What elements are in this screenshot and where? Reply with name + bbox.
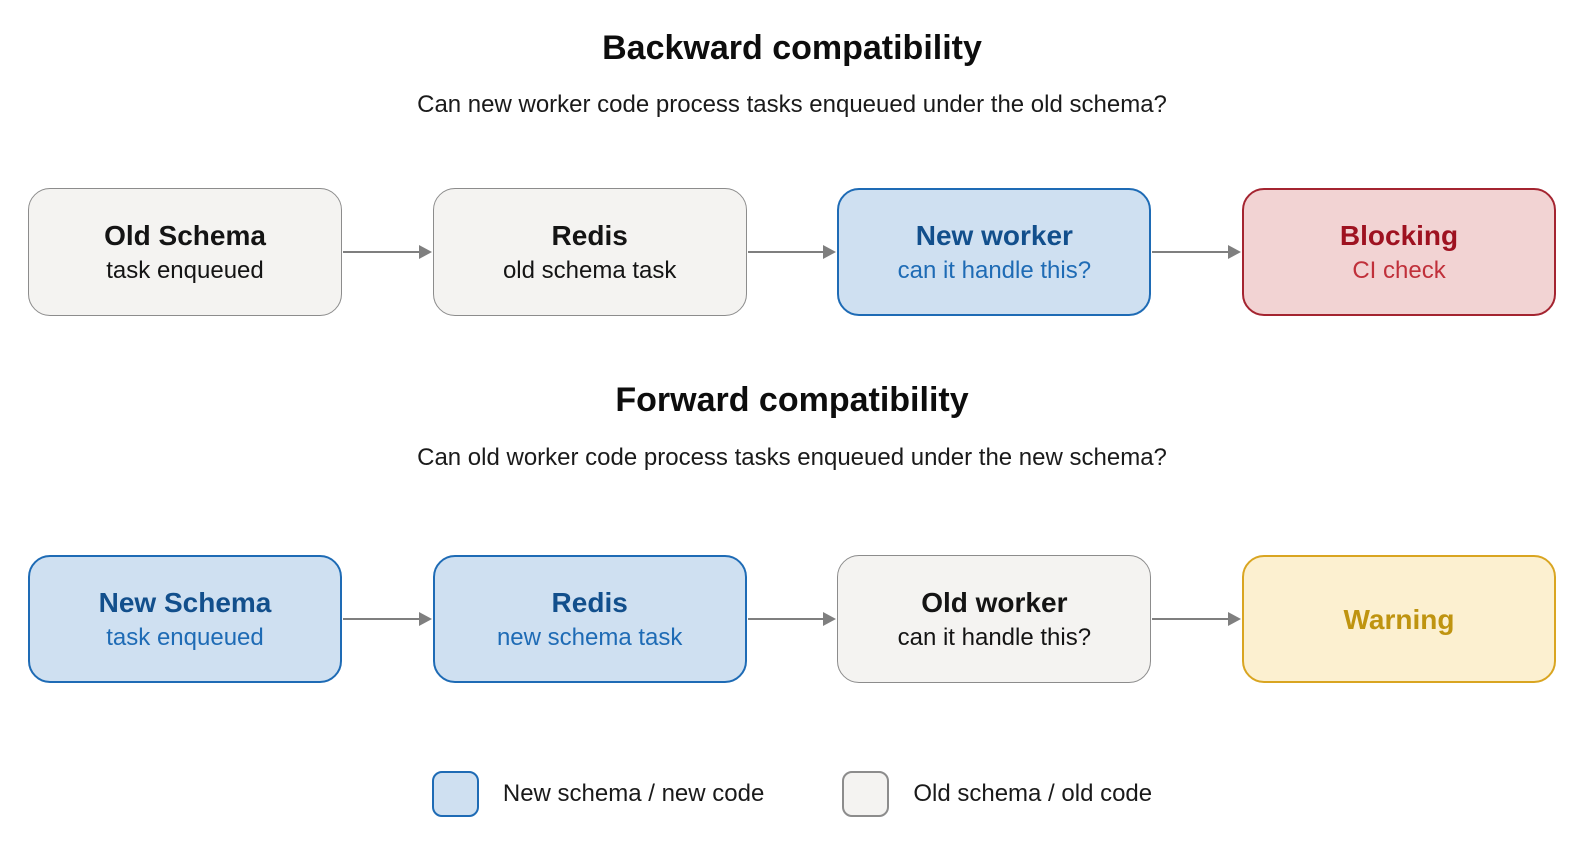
flow-node-old-worker: Old worker can it handle this? [837, 555, 1152, 684]
node-subtitle: task enqueued [106, 624, 264, 652]
arrow-line [747, 618, 824, 621]
flow-node-new-worker: New worker can it handle this? [837, 187, 1152, 316]
flow-arrow-icon [747, 612, 837, 627]
node-title: New Schema [98, 587, 272, 619]
section-title: Backward compatibility [602, 29, 982, 67]
legend-item-old: Old schema / old code [842, 771, 1153, 818]
flow-node-new-schema: New Schema task enqueued [28, 555, 342, 684]
section-subtitle: Can new worker code process tasks enqueu… [417, 90, 1167, 118]
arrow-head [823, 612, 837, 627]
flow-arrow-icon [1152, 612, 1242, 627]
arrow-line [343, 618, 419, 621]
node-title: Redis [551, 219, 628, 251]
section-subtitle: Can old worker code process tasks enqueu… [417, 444, 1167, 472]
legend-swatch-new-icon [431, 771, 479, 818]
flow-node-warning: Warning [1242, 555, 1557, 684]
arrow-head [418, 244, 432, 259]
flow-arrow-icon [747, 244, 837, 259]
node-subtitle: new schema task [496, 624, 683, 652]
node-title: Warning [1343, 603, 1455, 635]
arrow-head [823, 244, 837, 259]
flow-arrow-icon [343, 244, 432, 259]
legend-swatch-old-icon [842, 771, 890, 818]
flow-row-backward: Old Schema task enqueued Redis old schem… [28, 187, 1557, 316]
node-subtitle: old schema task [502, 256, 677, 284]
node-title: Old Schema [104, 219, 266, 251]
arrow-line [747, 250, 824, 253]
node-subtitle: can it handle this? [897, 624, 1092, 652]
flow-node-redis-new: Redis new schema task [432, 555, 747, 684]
arrow-line [1152, 618, 1229, 621]
flow-node-redis-old: Redis old schema task [432, 187, 747, 316]
flow-node-old-schema: Old Schema task enqueued [28, 187, 342, 316]
node-title: Old worker [921, 587, 1068, 619]
flow-arrow-icon [343, 612, 432, 627]
arrow-head [418, 612, 432, 627]
arrow-head [1228, 612, 1242, 627]
section-title: Forward compatibility [615, 380, 969, 419]
node-subtitle: task enqueued [106, 256, 264, 284]
legend-label: Old schema / old code [913, 780, 1153, 808]
node-title: New worker [915, 219, 1073, 251]
flow-node-blocking: Blocking CI check [1242, 187, 1557, 316]
section-backward-compatibility: Backward compatibility Can new worker co… [0, 0, 1584, 316]
arrow-line [343, 250, 419, 253]
arrow-line [1152, 250, 1229, 253]
arrow-head [1228, 244, 1242, 259]
legend: New schema / new code Old schema / old c… [0, 771, 1584, 818]
legend-label: New schema / new code [502, 780, 765, 808]
legend-item-new: New schema / new code [431, 771, 765, 818]
node-title: Blocking [1339, 219, 1459, 251]
section-forward-compatibility: Forward compatibility Can old worker cod… [0, 380, 1584, 684]
node-title: Redis [551, 587, 628, 619]
flow-arrow-icon [1152, 244, 1242, 259]
node-subtitle: CI check [1352, 256, 1446, 284]
flow-row-forward: New Schema task enqueued Redis new schem… [28, 555, 1557, 684]
node-subtitle: can it handle this? [897, 256, 1092, 284]
